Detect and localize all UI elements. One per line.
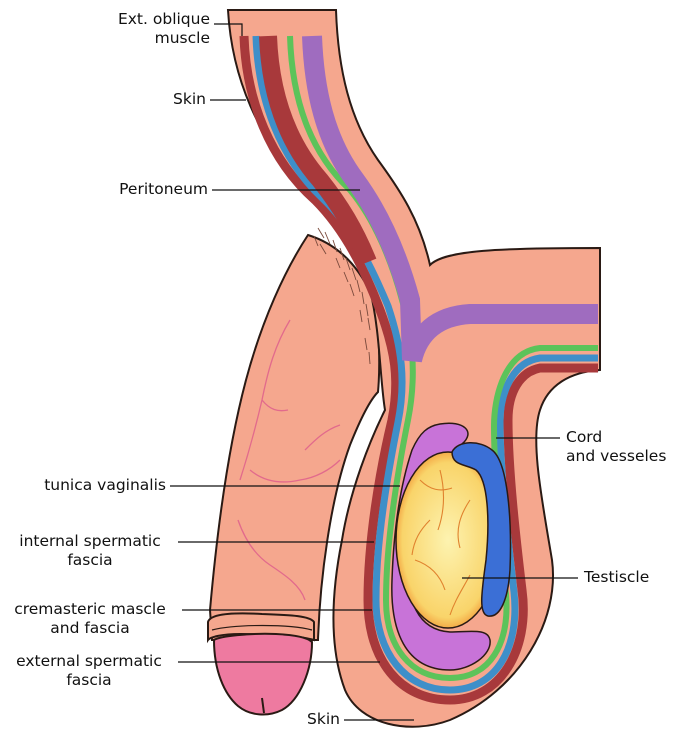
label-cord-line2: and vesseles: [566, 447, 667, 465]
label-external-line2: fascia: [66, 671, 112, 689]
label-cremasteric-line1: cremasteric mascle: [14, 600, 166, 618]
label-internal-line2: fascia: [67, 551, 113, 569]
label-testicle: Testiscle: [584, 568, 650, 586]
label-cord: Cord and vesseles: [566, 428, 666, 466]
label-external: external spermatic fascia: [2, 652, 176, 690]
leader-ext-oblique: [214, 23, 243, 36]
glans: [212, 632, 314, 716]
label-ext-oblique-line1: Ext. oblique: [117, 10, 210, 28]
label-ext-oblique-line2: muscle: [154, 29, 210, 47]
label-internal-line1: internal spermatic: [19, 532, 161, 550]
cord-vessel: [451, 442, 512, 617]
foreskin: [207, 612, 315, 644]
label-lines: [170, 23, 578, 721]
label-external-line1: external spermatic: [16, 652, 162, 670]
label-cord-line1: Cord: [566, 428, 603, 446]
label-internal: internal spermatic fascia: [4, 532, 176, 570]
label-cremasteric: cremasteric mascle and fascia: [0, 600, 180, 638]
pubic-hair: [313, 227, 371, 365]
label-skin-top: Skin: [173, 90, 206, 108]
label-cremasteric-line2: and fascia: [50, 619, 130, 637]
urethral-opening: [261, 697, 265, 714]
label-peritoneum: Peritoneum: [119, 180, 208, 198]
testicle-vessels: [411, 469, 471, 616]
label-skin-bottom: Skin: [307, 710, 340, 728]
shaft-veins: [237, 319, 341, 601]
label-ext-oblique: Ext. oblique muscle: [60, 10, 210, 48]
label-tunica: tunica vaginalis: [44, 476, 166, 494]
